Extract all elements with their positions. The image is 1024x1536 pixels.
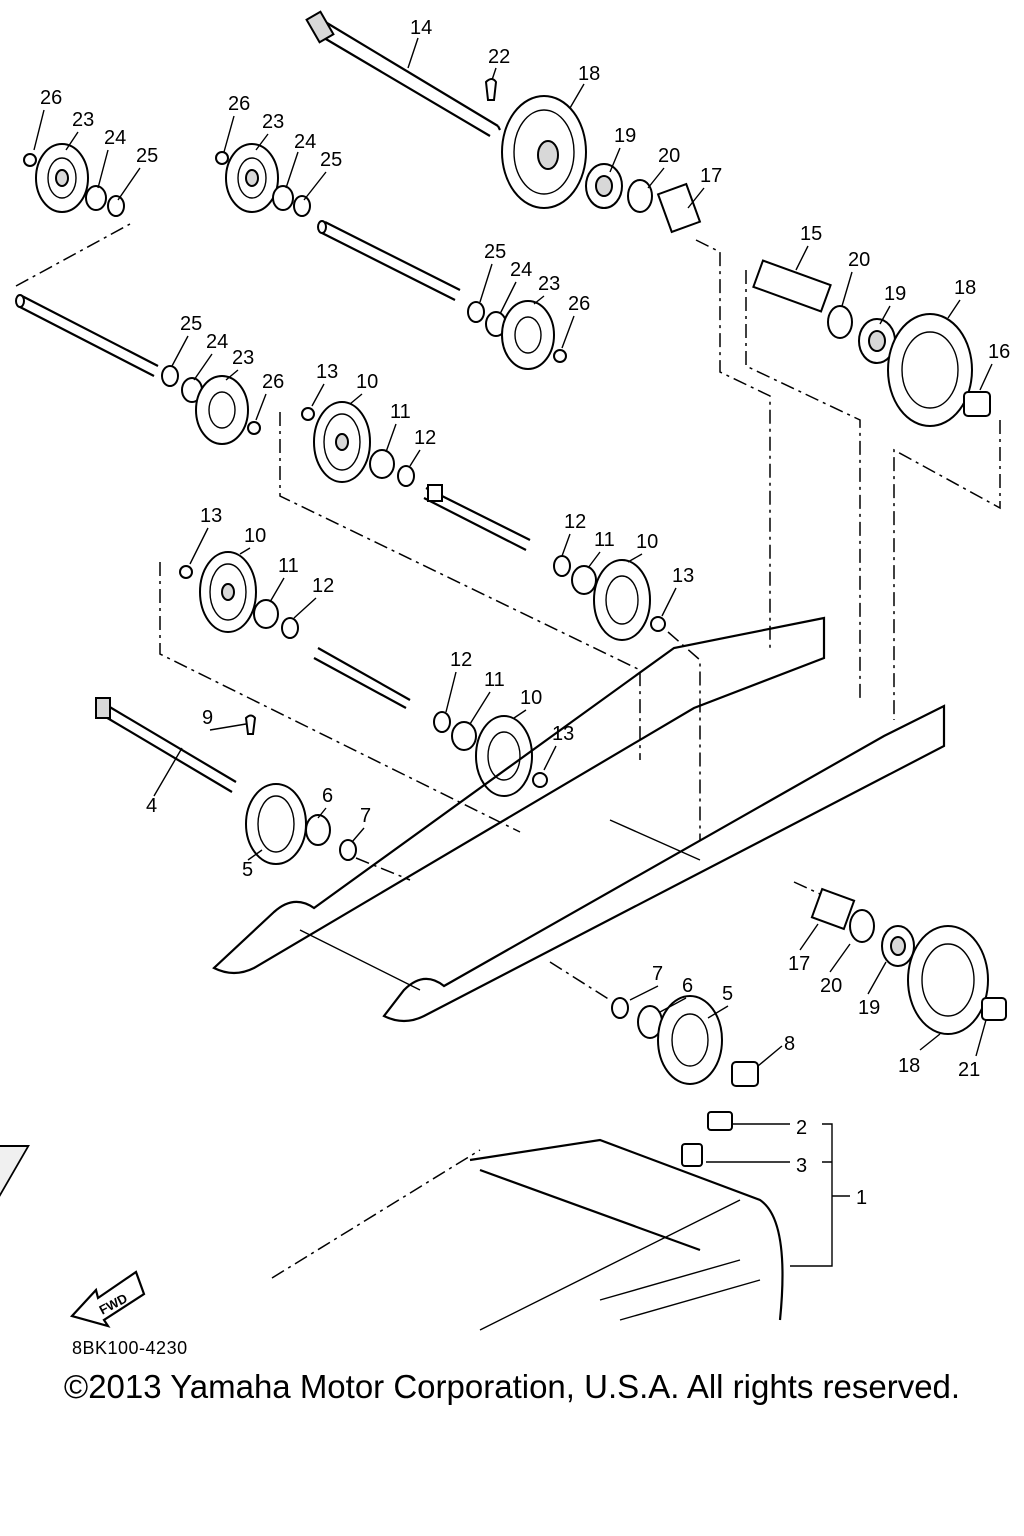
callout-13: 13 [672, 565, 694, 587]
callout-10: 10 [636, 531, 658, 553]
callout-8: 8 [784, 1033, 795, 1055]
callout-10: 10 [520, 687, 542, 709]
callout-26: 26 [40, 87, 62, 109]
callout-20: 20 [658, 145, 680, 167]
callout-26: 26 [262, 371, 284, 393]
callout-22: 22 [488, 46, 510, 68]
callout-4: 4 [146, 795, 157, 817]
callout-2: 2 [796, 1117, 807, 1139]
callout-9: 9 [202, 707, 213, 729]
callout-labels: 14 22 18 19 20 17 26 23 24 25 26 23 24 2… [40, 17, 1010, 1209]
rear-axle [305, 10, 501, 137]
callout-24: 24 [104, 127, 126, 149]
callout-12: 12 [450, 649, 472, 671]
callout-5: 5 [242, 859, 253, 881]
callout-11: 11 [390, 401, 411, 423]
callout-18: 18 [898, 1055, 920, 1077]
callout-25: 25 [180, 313, 202, 335]
idler-shaft-left [15, 294, 159, 377]
callout-19: 19 [858, 997, 880, 1019]
callout-10: 10 [356, 371, 378, 393]
callout-17: 17 [788, 953, 810, 975]
rear-wheel-right-group [752, 259, 991, 427]
callout-20: 20 [848, 249, 870, 271]
idler-wheel-group-top-left [23, 143, 125, 217]
callout-26: 26 [228, 93, 250, 115]
callout-21: 21 [958, 1059, 980, 1081]
callout-25: 25 [320, 149, 342, 171]
callout-11: 11 [484, 669, 505, 691]
callout-16: 16 [988, 341, 1010, 363]
callout-13: 13 [200, 505, 222, 527]
copyright-notice: ©2013 Yamaha Motor Corporation, U.S.A. A… [63, 1368, 961, 1405]
idler-wheel-group-left-shaft [161, 365, 261, 445]
callout-23: 23 [232, 347, 254, 369]
callout-6: 6 [682, 975, 693, 997]
mid-wheel-group-lower [179, 551, 411, 709]
callout-1: 1 [856, 1187, 867, 1209]
callout-12: 12 [312, 575, 334, 597]
callout-24: 24 [510, 259, 532, 281]
front-wheel-lower-group [611, 995, 759, 1087]
callout-23: 23 [538, 273, 560, 295]
callout-23: 23 [262, 111, 284, 133]
callout-25: 25 [484, 241, 506, 263]
track-belt [0, 1111, 784, 1331]
fwd-arrow: FWD [69, 1270, 146, 1328]
callout-23: 23 [72, 109, 94, 131]
callout-26: 26 [568, 293, 590, 315]
mid-wheel-group-lower-right [433, 711, 548, 797]
rear-wheel-lower-group [810, 887, 1007, 1035]
callout-6: 6 [322, 785, 333, 807]
callout-24: 24 [206, 331, 228, 353]
mid-wheel-group-upper-right [553, 555, 666, 641]
idler-shaft-upper [317, 220, 461, 301]
callout-5: 5 [722, 983, 733, 1005]
track-callout-bracket [706, 1123, 850, 1267]
callout-25: 25 [136, 145, 158, 167]
callout-19: 19 [614, 125, 636, 147]
callout-14: 14 [410, 17, 432, 39]
callout-7: 7 [652, 963, 663, 985]
alignment-lines [15, 223, 1001, 1279]
callout-13: 13 [552, 723, 574, 745]
callout-18: 18 [578, 63, 600, 85]
idler-wheel-group-top-middle [215, 143, 311, 217]
callout-12: 12 [564, 511, 586, 533]
front-axle-group [95, 697, 357, 865]
callout-7: 7 [360, 805, 371, 827]
mid-wheel-group-upper [301, 401, 531, 551]
callout-15: 15 [800, 223, 822, 245]
callout-10: 10 [244, 525, 266, 547]
idler-wheel-group-upper-right [467, 300, 567, 370]
callout-12: 12 [414, 427, 436, 449]
callout-20: 20 [820, 975, 842, 997]
callout-19: 19 [884, 283, 906, 305]
slide-rail-frame [212, 616, 946, 1023]
callout-18: 18 [954, 277, 976, 299]
leader-lines [33, 37, 993, 1067]
callout-24: 24 [294, 131, 316, 153]
diagram-code: 8BK100-4230 [72, 1338, 188, 1358]
callout-11: 11 [594, 529, 615, 551]
callout-13: 13 [316, 361, 338, 383]
callout-11: 11 [278, 555, 299, 577]
callout-3: 3 [796, 1155, 807, 1177]
rear-wheel-top [501, 95, 702, 234]
callout-17: 17 [700, 165, 722, 187]
